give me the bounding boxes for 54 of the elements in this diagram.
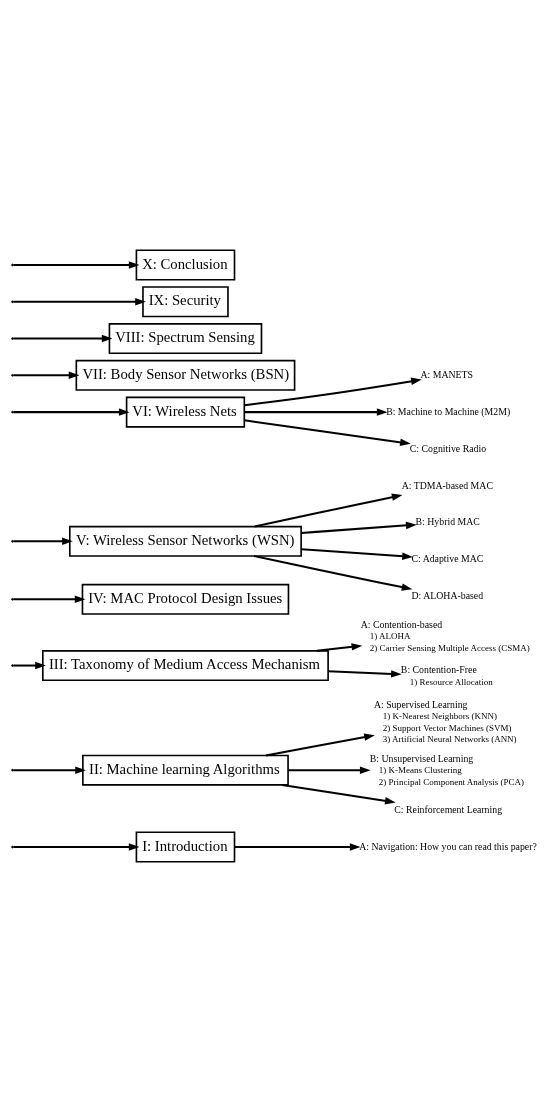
arrow xyxy=(13,334,113,343)
node-label: 1) ALOHA xyxy=(369,631,411,642)
arrow xyxy=(265,733,375,757)
arrow xyxy=(281,783,396,805)
node-box: VII: Body Sensor Networks (BSN) xyxy=(75,359,296,391)
node-text: B: Machine to Machine (M2M) xyxy=(386,406,511,418)
arrow xyxy=(301,548,413,560)
arrow xyxy=(13,298,146,306)
node-box: I: Introduction xyxy=(135,831,236,863)
node-text: C: Cognitive Radio xyxy=(409,442,487,454)
node-label: 2) Support Vector Machines (SVM) xyxy=(382,722,512,733)
node-label: 3) Artificial Neural Networks (ANN) xyxy=(382,734,517,745)
arrow xyxy=(13,661,46,670)
node-label: 2) Carrier Sensing Multiple Access (CSMA) xyxy=(369,642,530,653)
arrow xyxy=(234,843,361,851)
node-label: 1) K-Means Clustering xyxy=(378,765,462,776)
arrow xyxy=(13,408,130,416)
node-text: A: Navigation: How you can read this paper? xyxy=(359,840,537,852)
arrow xyxy=(13,843,140,851)
arrow xyxy=(244,419,411,447)
arrow xyxy=(13,595,86,604)
node-text: A: Contention-based xyxy=(360,618,443,630)
node-text: B: Contention-Free xyxy=(400,664,477,676)
node-box: II: Machine learning Algorithms xyxy=(82,754,289,786)
node-box: VI: Wireless Nets xyxy=(125,396,246,428)
node-label: 2) Principal Component Analysis (PCA) xyxy=(378,776,525,787)
node-box: VIII: Spectrum Sensing xyxy=(108,323,263,355)
node-box: IV: MAC Protocol Design Issues xyxy=(81,583,290,615)
arrow xyxy=(316,643,363,652)
node-text: C: Adaptive MAC xyxy=(411,553,484,565)
node-text: B: Hybrid MAC xyxy=(415,516,480,528)
node-box: IX: Security xyxy=(142,286,229,318)
arrow xyxy=(244,408,388,416)
node-box: V: Wireless Sensor Networks (WSN) xyxy=(68,525,302,557)
node-box: III: Taxonomy of Medium Access Mechanism xyxy=(42,650,329,682)
arrow xyxy=(328,670,402,678)
node-text: B: Unsupervised Learning xyxy=(369,752,474,764)
node-text: A: TDMA-based MAC xyxy=(401,479,493,491)
node-box: X: Conclusion xyxy=(135,249,236,281)
node-label: 1) K-Nearest Neighbors (KNN) xyxy=(382,711,497,722)
arrow xyxy=(301,521,417,534)
arrow xyxy=(13,766,86,774)
arrow xyxy=(244,377,422,407)
arrow xyxy=(13,537,73,545)
node-text: A: MANETS xyxy=(420,369,474,381)
node-text: A: Supervised Learning xyxy=(373,698,468,710)
node-label: 1) Resource Allocation xyxy=(409,677,493,687)
arrow xyxy=(253,555,413,591)
arrow xyxy=(13,371,80,380)
node-text: D: ALOHA-based xyxy=(411,590,484,601)
arrow xyxy=(254,493,403,528)
arrow xyxy=(288,766,371,774)
arrow xyxy=(13,261,140,269)
node-text: C: Reinforcement Learning xyxy=(394,804,503,816)
